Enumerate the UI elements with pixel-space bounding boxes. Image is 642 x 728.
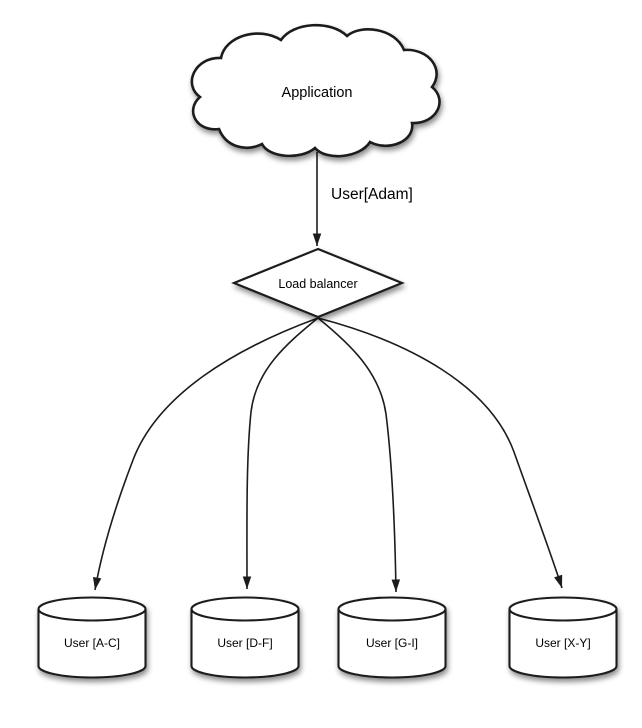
edge-lb-to-shard-x-y [317,317,563,589]
cylinder-node-shard-d-f [190,596,300,679]
diamond-shape [231,247,405,319]
edge-lb-to-shard-a-c [92,317,319,591]
cylinder-body [337,609,447,679]
shard-g-i-label: User [G-I] [366,636,418,650]
cylinder-body [190,609,300,679]
edge-lb-to-shard-d-f [242,317,319,590]
cloud-shape [190,23,441,158]
shard-d-f-label: User [D-F] [217,636,272,650]
shard-x-y-label: User [X-Y] [535,636,590,650]
shard-a-c-label: User [A-C] [64,636,120,650]
cylinder-top [37,596,147,622]
diamond-node-load-balancer [231,247,405,319]
cloud-node-application [190,23,441,158]
cylinder-top [508,596,618,622]
cylinder-top [190,596,300,622]
cylinder-node-shard-x-y [508,596,618,679]
edge-label-user-adam: User[Adam] [331,186,413,203]
cylinder-node-shard-g-i [337,596,447,679]
load-balancer-label: Load balancer [278,277,357,291]
application-label: Application [282,85,353,101]
cylinder-node-shard-a-c [37,596,147,679]
cylinder-body [508,609,618,679]
cylinder-body [37,609,147,679]
cylinder-top [337,596,447,622]
edge-lb-to-shard-g-i [317,317,401,593]
